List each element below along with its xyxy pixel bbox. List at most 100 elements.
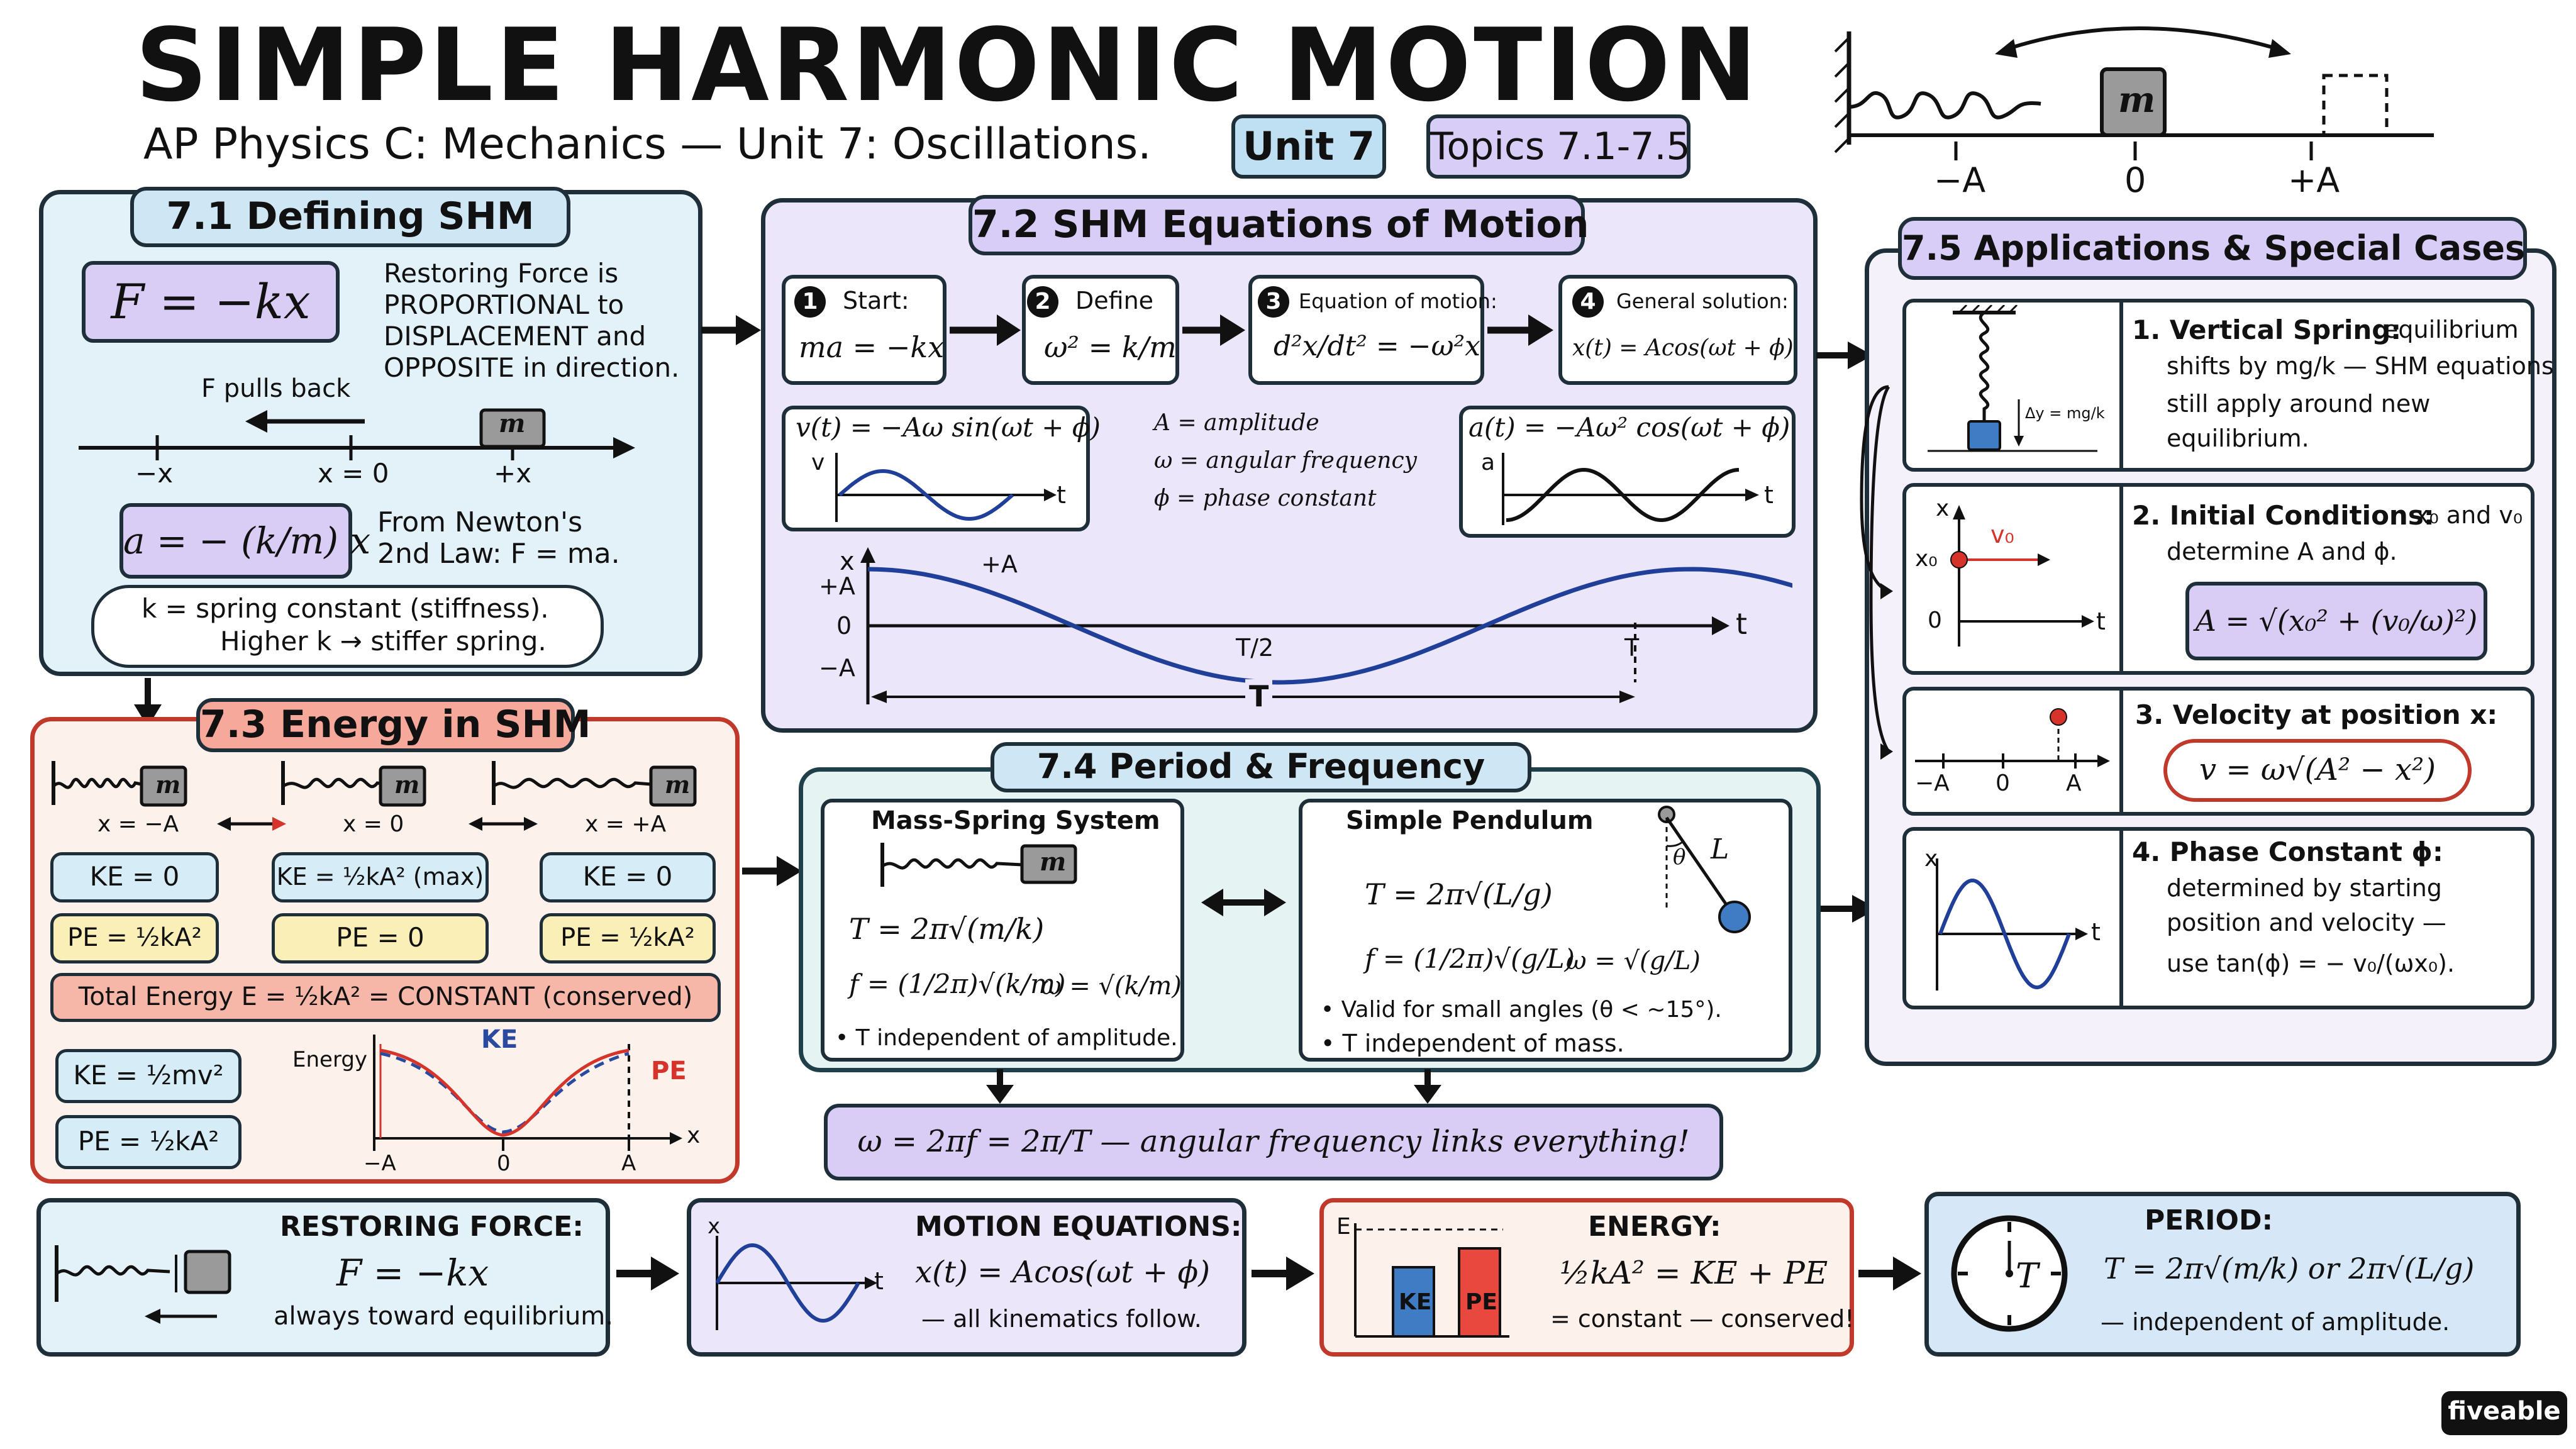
card-divider [2119,830,2123,1006]
page-subtitle: AP Physics C: Mechanics — Unit 7: Oscill… [143,119,1152,169]
section-7-3-title: 7.3 Energy in SHM [196,698,591,752]
v0-label: v₀ [1990,521,2014,548]
vertical-spring-heading: 1. Vertical Spring: [2132,314,2402,345]
origin-label: 0 [1928,608,1942,633]
v-axis-label: v [811,450,825,475]
tick-label: 0 [2124,160,2146,200]
tick-zero: 0 [836,612,852,640]
flow-arrow [1248,1252,1318,1296]
mass-label: m [1040,847,1067,877]
initial-conditions-diagram: x v₀ x₀ 0 t [1909,489,2116,669]
summary-restoring-force [36,1198,610,1357]
step-3-equation: d²x/dt² = −ω²x [1274,330,1480,362]
delta-y-label: Δy = mg/k [2025,404,2105,422]
velocity-position-formula: v = ω√(A² − x²) [2163,739,2472,802]
pe-curve-label: PE [651,1057,687,1085]
step-3-label: Equation of motion: [1299,289,1497,313]
force-equation: F = −kx [82,261,340,343]
x-axis-label: x [687,1123,701,1148]
tick-label: −A [1934,160,1986,200]
displacement-axis [69,402,648,491]
flow-arrow [129,678,167,728]
flow-arrow [742,852,805,890]
clock-label: T [2016,1256,2039,1296]
brand-logo: fiveable [2441,1391,2567,1435]
step-1-number: 1 [794,286,826,318]
page-title: SIMPLE HARMONIC MOTION [135,6,1760,124]
summary-equation: x(t) = Acos(ωt + ϕ) [915,1255,1210,1290]
summary-text: — all kinematics follow. [921,1305,1202,1333]
pulls-back-label: F pulls back [201,374,351,403]
summary-motion-equations [687,1198,1246,1357]
step-4-equation: x(t) = Acos(ωt + ϕ) [1572,335,1794,361]
axis-label-pos-x: +x [494,458,532,489]
note-line-1: k = spring constant (stiffness). [142,593,549,624]
vertical-spring-text-4: equilibrium. [2167,425,2309,452]
summary-title: ENERGY: [1588,1211,1721,1243]
position-graph: x +A 0 −A +A T/2 T t T [811,547,1792,717]
period-tick-label: T [1624,634,1640,662]
spring-note: • T independent of amplitude. [835,1025,1178,1051]
phase-constant-text-1: determined by starting [2167,874,2442,902]
energy-positions-diagram: m m m x = −A x = 0 x = +A [47,752,726,840]
tick-label: +A [2288,160,2340,200]
pe-bar-label: PE [1465,1289,1497,1315]
force-text-1: Restoring Force is [384,258,619,289]
amplitude-formula: A = √(x₀² + (v₀/ω)²) [2185,582,2487,660]
t-axis-label: t [874,1267,884,1295]
position-label: x = −A [97,811,179,837]
mass-label: m [2118,79,2156,121]
x-axis-label: x [840,547,855,576]
summary-spring-icon [50,1242,258,1336]
x-axis-label: x [1936,496,1950,521]
summary-equation: ½kA² = KE + PE [1560,1255,1828,1291]
energy-axis-label: Energy [292,1047,368,1072]
step-2-equation: ω² = k/m [1044,330,1177,364]
card-divider [2119,690,2123,813]
summary-text: — independent of amplitude. [2101,1308,2450,1336]
pendulum-note-2: • T independent of mass. [1321,1030,1624,1057]
pe-box-left: PE = ½kA² [50,913,219,963]
flow-arrow [701,311,764,349]
top-spring-diagram: m −A 0 +A [1830,13,2459,208]
phase-constant-text-3: use tan(ϕ) = − v₀/(ωx₀). [2167,950,2455,977]
unit-badge: Unit 7 [1231,114,1386,179]
vertical-spring-card [1902,299,2534,472]
mass-spring-diagram: m [877,840,1085,890]
t-axis-label: t [1736,607,1748,641]
acceleration-eq: a(t) = −Aω² cos(ωt + ϕ) [1468,412,1790,443]
tick-label: −A [1915,770,1950,796]
t-axis-label: t [1057,481,1066,509]
spring-frequency-eq: f = (1/2π)√(k/m) [849,969,1066,999]
t-axis-label: t [1764,481,1774,509]
newton-text-1: From Newton's [377,506,583,538]
pendulum-frequency-eq: f = (1/2π)√(g/L) [1365,943,1575,974]
def-amplitude: A = amplitude [1154,410,1319,436]
ke-curve-label: KE [481,1025,518,1054]
step-3-box [1248,275,1484,385]
length-label: L [1711,833,1729,865]
step-2-label: Define [1075,287,1154,314]
step-3-number: 3 [1258,286,1289,318]
tick-plus-a: +A [819,572,855,600]
newton-text-2: 2nd Law: F = ma. [377,538,620,570]
initial-conditions-text-1: x₀ and v₀ [2415,501,2523,529]
tick-label: 0 [1996,770,2010,796]
section-7-1-title: 7.1 Defining SHM [130,187,570,247]
section-7-2-title: 7.2 SHM Equations of Motion [969,195,1589,255]
summary-title: MOTION EQUATIONS: [915,1211,1242,1243]
peak-label: +A [981,550,1018,578]
pe-box-right: PE = ½kA² [540,913,716,963]
mass-label: m [394,770,420,799]
ke-box-right: KE = 0 [540,852,716,902]
phase-constant-text-2: position and velocity — [2167,909,2446,936]
pendulum-omega-eq: ω = √(g/L) [1566,947,1701,975]
step-arrows [947,308,1575,352]
velocity-equation: v(t) = −Aω sin(ωt + ϕ) [796,412,1101,443]
half-period-label: T/2 [1236,634,1274,662]
mass-label: m [499,409,526,438]
card-divider [2119,302,2123,469]
omega-link-box: ω = 2πf = 2π/T — angular frequency links… [824,1104,1723,1180]
pendulum-period-eq: T = 2π√(L/g) [1365,877,1553,911]
topics-badge: Topics 7.1-7.5 [1426,114,1690,179]
